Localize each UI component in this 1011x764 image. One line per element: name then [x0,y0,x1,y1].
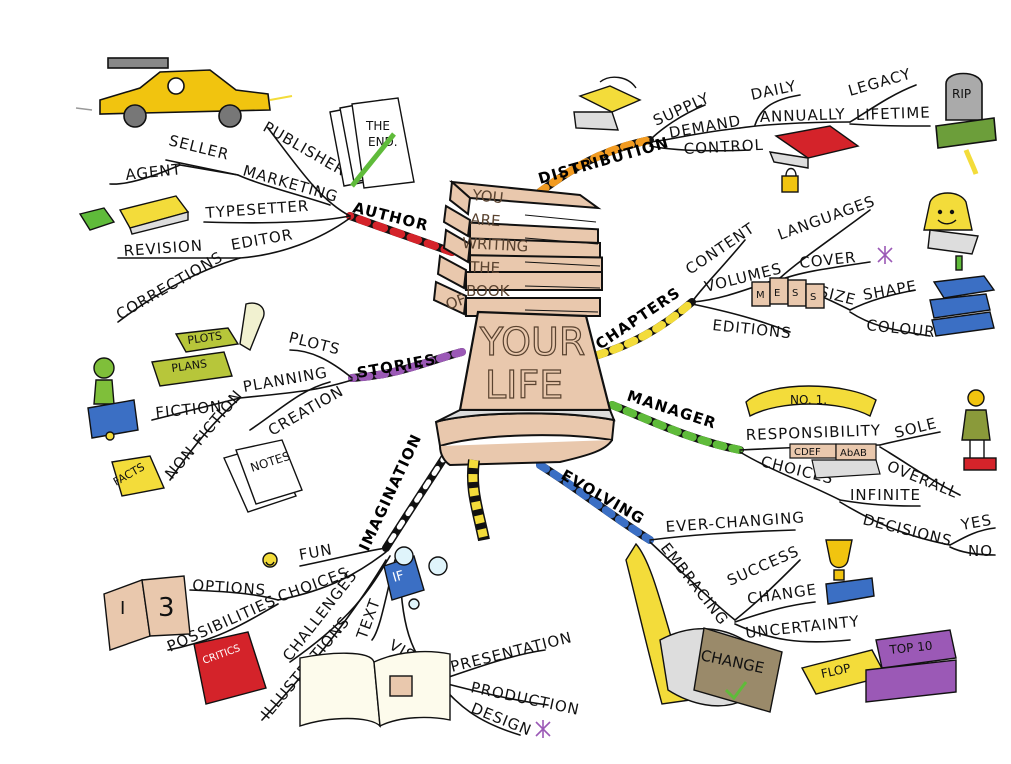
number-one-book-drawing: NO. 1. [745,385,877,418]
if-text: IF [391,568,406,586]
volume-books-drawing: I 3 [103,575,191,651]
alphabet-text-a: CDEF [794,447,821,458]
center-title-1: YOUR [479,320,585,364]
branch-evolving: EVOLVING [558,466,648,528]
label-responsibility: RESPONSIBILITY [746,421,882,444]
label-typesetter: TYPESETTER [204,197,310,222]
label-options: OPTIONS [192,576,267,599]
label-planning: PLANNING [242,363,330,396]
label-annually: ANNUALLY [760,105,846,126]
center-line-5: BOOK [466,282,511,300]
label-daily: DAILY [749,77,798,104]
critics-book-drawing: CRITICS [193,631,267,705]
center-line-3: WRITING [462,234,529,255]
center-title-2: LIFE [485,363,563,407]
label-lifetime: LIFETIME [856,103,931,124]
label-cover: COVER [799,248,858,272]
alien-on-book-drawing [87,357,139,441]
label-uncertainty: UNCERTAINTY [745,612,861,642]
label-fun: FUN [298,540,334,564]
label-agent: AGENT [125,160,183,184]
open-illustrated-book-drawing [299,650,451,728]
number-one-text: NO. 1. [790,393,827,407]
center-line-2: ARE [470,210,501,230]
label-languages: LANGUAGES [775,192,877,244]
label-revision: REVISION [123,236,204,260]
if-book-clouds-drawing: IF [383,546,448,610]
flop-top10-books-drawing: FLOP TOP 10 [800,629,957,703]
cube-letter-1: M [756,290,765,301]
manager-labels: RESPONSIBILITY SOLE CHOICES OVERALL INFI… [746,414,994,560]
label-embracing: EMBRACING [657,539,732,628]
cube-letter-4: S [810,292,816,303]
volume-3-text: 3 [158,593,175,623]
label-control: CONTROL [683,136,764,158]
alphabet-book-drawing: CDEF AbAB [789,443,881,479]
label-decisions: DECISIONS [861,510,954,550]
annual-red-book-drawing [768,125,860,193]
label-presentation: PRESENTATION [449,628,575,676]
central-book-stack [432,179,616,542]
label-yes: YES [959,511,994,534]
flop-text: FLOP [820,661,852,681]
trophy-drawing [825,539,875,605]
language-cubes-drawing: M E S S [751,277,825,309]
gravestone-drawing: RIP [935,72,997,175]
plots-book-text: PLOTS [187,329,223,347]
evolving-labels: EVER-CHANGING EMBRACING SUCCESS CHANGE U… [657,508,861,642]
center-line-4: THE [469,258,501,277]
sparkle-design-icon [535,720,551,738]
label-success: SUCCESS [724,542,802,590]
smiling-lamp-book-drawing [923,192,979,271]
rip-text: RIP [952,87,971,101]
plans-book-text: PLANS [171,357,208,375]
blue-book-stack-drawing [929,275,996,337]
cube-letter-3: S [792,288,798,299]
supply-book-drawing [573,76,642,131]
the-end-text-1: THE [365,119,390,133]
cube-letter-2: E [774,288,780,299]
person-on-pedestal-drawing [961,389,997,471]
center-text: YOU ARE WRITING THE BOOK OF YOUR LIFE [443,186,586,408]
facts-book-drawing: FACTS [111,455,165,497]
agent-books-drawing [78,195,190,235]
main-branches [346,136,744,552]
label-change: CHANGE [746,580,818,608]
car-drawing [75,57,293,128]
plots-plans-books-drawing: PLOTS PLANS [151,302,265,387]
label-infinite: INFINITE [850,486,921,504]
center-line-6: OF [443,290,468,314]
branch-distribution: DISTRIBUTION [536,133,671,188]
label-no: NO [968,542,993,560]
label-shape: SHAPE [862,277,919,304]
label-seller: SELLER [167,131,231,163]
hand-with-change-sign-drawing: CHANGE [625,542,783,713]
smiley-icon [262,552,278,568]
the-end-pages-drawing: THE END. [329,97,415,189]
label-legacy: LEGACY [846,65,913,100]
label-plots: PLOTS [287,328,342,358]
sparkle-icon [877,246,893,264]
chapters-labels: CONTENT VOLUMES LANGUAGES COVER EDITIONS… [682,192,936,342]
center-line-1: YOU [471,186,505,207]
branch-stories: STORIES [356,350,438,382]
volume-1-text: I [120,598,125,619]
alphabet-text-b: AbAB [840,448,867,459]
top10-text: TOP 10 [888,639,933,658]
label-editions: EDITIONS [712,316,793,342]
notes-pages-drawing: NOTES [223,439,303,513]
label-colour: COLOUR [866,316,937,341]
